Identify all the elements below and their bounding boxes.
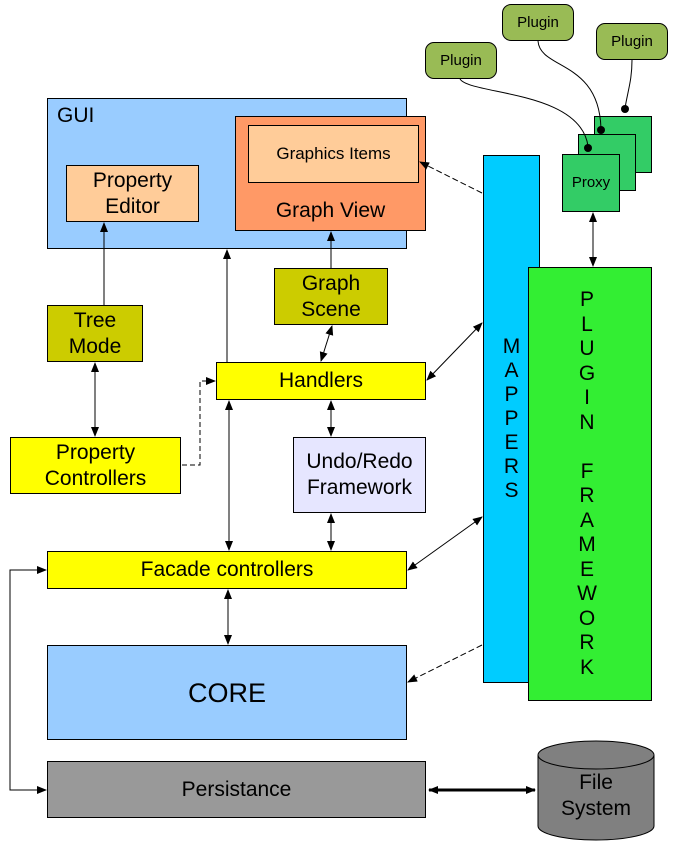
file-system-line1: File — [579, 771, 613, 794]
mappers-letter: P — [504, 383, 519, 406]
mappers-core-dashed — [407, 644, 483, 683]
scene-handlers-arrow — [319, 325, 334, 362]
plugin-right-link — [624, 59, 633, 109]
plugin-middle-dot — [597, 126, 605, 134]
plugin-framework-letter: R — [579, 631, 595, 654]
persistance-box: Persistance — [47, 761, 426, 818]
plugin-middle: Plugin — [502, 4, 574, 41]
graph-scene-box: Graph Scene — [274, 268, 388, 325]
graphics-items-label: Graphics Items — [276, 144, 391, 163]
tree-mode-box: Tree Mode — [47, 305, 143, 362]
mappers-letter: M — [502, 335, 521, 358]
mappers-handlers-arrow — [426, 322, 483, 381]
graph-view-label: Graph View — [275, 199, 386, 222]
mappers-facade-arrow — [407, 516, 483, 571]
mappers-graphics-dashed — [419, 161, 483, 194]
persistance-label: Persistance — [181, 777, 292, 801]
plugin-framework-letter: P — [579, 288, 594, 311]
plugin-framework-letter: N — [579, 410, 595, 434]
handlers-box: Handlers — [216, 362, 426, 400]
proxy-label: Proxy — [571, 174, 611, 191]
property-editor-line1: Property — [92, 168, 173, 192]
plugin-middle-label: Plugin — [517, 14, 559, 31]
plugin-framework-letter: M — [578, 533, 596, 556]
file-system-label: File System — [538, 770, 654, 822]
mappers-letter: E — [504, 431, 519, 454]
graphics-items-box: Graphics Items — [248, 125, 419, 183]
mappers-label: M A P P E R S — [503, 335, 521, 503]
undo-redo-line1: Undo/Redo — [306, 450, 413, 473]
tree-mode-line2: Mode — [68, 334, 122, 358]
graph-scene-line2: Scene — [301, 297, 361, 321]
tree-mode-line1: Tree — [73, 308, 117, 332]
plugin-framework-letter: L — [581, 312, 593, 336]
undo-redo-box: Undo/Redo Framework — [293, 437, 426, 513]
plugin-framework-letter: W — [577, 582, 597, 605]
plugin-framework-box: P L U G I N F R A M E W O R K — [528, 267, 652, 701]
plugin-framework-letter: I — [584, 386, 590, 409]
file-system-line2: System — [560, 797, 631, 820]
plugin-middle-link — [537, 40, 602, 131]
property-controllers-line1: Property — [55, 440, 136, 464]
property-controllers-line2: Controllers — [44, 466, 147, 490]
plugin-framework-letter: G — [578, 361, 596, 385]
plugin-framework-letter: K — [579, 655, 594, 679]
property-editor-line2: Editor — [105, 194, 160, 218]
handlers-label: Handlers — [278, 369, 364, 392]
property-controllers-box: Property Controllers — [10, 437, 181, 494]
core-label: CORE — [187, 677, 266, 708]
gui-label: GUI — [57, 104, 95, 127]
plugin-right: Plugin — [596, 23, 668, 60]
controllers-handlers-dashed — [182, 377, 216, 466]
core-box: CORE — [47, 645, 407, 740]
facade-controllers-box: Facade controllers — [47, 551, 407, 589]
plugin-framework-letter: O — [578, 606, 596, 630]
plugin-framework-label: P L U G I N F R A M E W O R K — [577, 288, 597, 680]
plugin-left-link — [459, 78, 589, 147]
plugin-left: Plugin — [425, 42, 497, 79]
plugin-right-dot — [621, 105, 629, 113]
mappers-letter: S — [504, 479, 519, 502]
facade-controllers-label: Facade controllers — [140, 558, 314, 581]
undo-redo-line2: Framework — [306, 476, 412, 499]
plugin-framework-letter: R — [579, 484, 595, 507]
plugin-framework-letter: F — [580, 459, 594, 483]
mappers-letter: R — [503, 455, 520, 478]
graph-scene-line1: Graph — [301, 271, 361, 295]
plugin-right-label: Plugin — [611, 33, 653, 50]
plugin-framework-letter: A — [579, 508, 594, 532]
plugin-framework-letter: E — [579, 557, 594, 581]
plugin-framework-letter: U — [579, 337, 595, 360]
proxy-box: Proxy — [562, 154, 620, 212]
plugin-left-label: Plugin — [440, 52, 482, 69]
property-editor-box: Property Editor — [66, 165, 199, 222]
mappers-letter: A — [504, 359, 519, 382]
plugin-left-dot — [584, 144, 592, 152]
persistance-facade-loop — [9, 566, 47, 794]
mappers-letter: P — [504, 407, 519, 430]
